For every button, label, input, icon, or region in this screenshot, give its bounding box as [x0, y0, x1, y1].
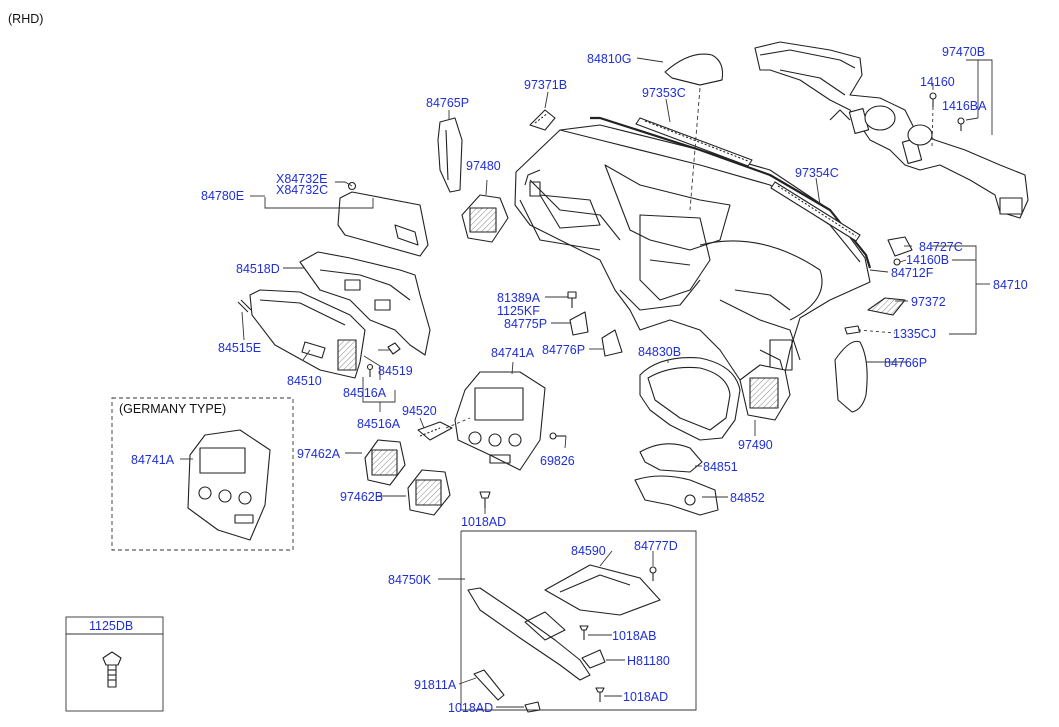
part-label-X84732C[interactable]: X84732C [276, 183, 329, 197]
cluster-facia-84830B [639, 357, 741, 441]
part-label-91811A[interactable]: 91811A [414, 678, 457, 692]
part-label-84712F[interactable]: 84712F [891, 266, 934, 280]
glove-box-housing [299, 251, 431, 356]
part-label-84780E[interactable]: 84780E [201, 189, 245, 203]
part-label-84710[interactable]: 84710 [993, 278, 1028, 292]
part-label-84775P[interactable]: 84775P [504, 317, 548, 331]
side-cover-left-84765P [437, 117, 463, 193]
bracket-84775P [569, 311, 589, 336]
part-label-97372[interactable]: 97372 [911, 295, 946, 309]
part-label-84516A[interactable]: 84516A [343, 386, 387, 400]
part-label-84851[interactable]: 84851 [703, 460, 738, 474]
part-label-germany-84741A[interactable]: 84741A [131, 453, 175, 467]
part-label-84516A-second[interactable]: 84516A [357, 417, 401, 431]
part-label-84766P[interactable]: 84766P [884, 356, 928, 370]
part-label-84510[interactable]: 84510 [287, 374, 322, 388]
part-label-84750K[interactable]: 84750K [388, 573, 432, 587]
clip-84516A [366, 363, 374, 377]
screw-84777D [649, 566, 657, 581]
part-label-84777D[interactable]: 84777D [634, 539, 678, 553]
part-label-1335CJ[interactable]: 1335CJ [893, 327, 937, 341]
screw-1018AD-bottom [524, 701, 541, 713]
bolt-1125DB-icon [102, 651, 122, 688]
clip-1335CJ [844, 325, 861, 335]
part-label-84519[interactable]: 84519 [378, 364, 413, 378]
part-label-94520[interactable]: 94520 [402, 404, 437, 418]
side-cover-right-84766P [834, 340, 868, 413]
part-label-1018AD-right[interactable]: 1018AD [623, 690, 669, 704]
legend-part-label[interactable]: 1125DB [89, 619, 134, 633]
part-label-84852[interactable]: 84852 [730, 491, 765, 505]
lower-crash-pad-84750K [467, 587, 591, 681]
part-label-84727C[interactable]: 84727C [919, 240, 963, 254]
part-label-14160B[interactable]: 14160B [906, 253, 950, 267]
screw-69826 [549, 432, 566, 440]
part-label-81389A[interactable]: 81389A [497, 291, 541, 305]
center-vent-97462A [364, 439, 406, 486]
part-label-97462A[interactable]: 97462A [297, 447, 341, 461]
part-label-X84732E[interactable]: X84732E [276, 172, 328, 186]
part-label-84515E[interactable]: 84515E [218, 341, 262, 355]
part-label-84741A[interactable]: 84741A [491, 346, 535, 360]
glove-box-cover [337, 191, 429, 257]
part-label-97470B[interactable]: 97470B [942, 45, 986, 59]
part-label-H81180[interactable]: H81180 [627, 654, 670, 668]
part-label-84518D[interactable]: 84518D [236, 262, 280, 276]
defroster-grille-97353C [635, 117, 753, 167]
clip-H81180 [581, 649, 606, 669]
screw-1018AD-fascia [479, 491, 491, 508]
part-label-1125KF[interactable]: 1125KF [497, 304, 540, 318]
part-label-84590[interactable]: 84590 [571, 544, 606, 558]
part-label-97462B[interactable]: 97462B [340, 490, 384, 504]
heater-duct-assembly [754, 41, 1029, 219]
part-label-84830B[interactable]: 84830B [638, 345, 682, 359]
duct-screw-1416BA [957, 117, 965, 131]
part-label-97490[interactable]: 97490 [738, 438, 773, 452]
variant-label: (RHD) [8, 12, 44, 26]
part-label-84810G[interactable]: 84810G [587, 52, 632, 66]
cluster-hood-cover [664, 53, 724, 86]
vent-97371B [529, 109, 556, 131]
part-label-1018AD-bottom[interactable]: 1018AD [448, 701, 494, 715]
side-air-vent-97490 [739, 364, 791, 421]
center-vent-97462B [407, 469, 451, 516]
defroster-grille-97354C [770, 181, 861, 242]
part-label-84776P[interactable]: 84776P [542, 343, 586, 357]
bracket-84776P [601, 329, 623, 357]
column-shroud-upper-84851 [639, 443, 703, 473]
part-label-14160[interactable]: 14160 [920, 75, 955, 89]
part-label-1018AB[interactable]: 1018AB [612, 629, 657, 643]
screw-1018AB [579, 625, 589, 640]
part-label-84765P[interactable]: 84765P [426, 96, 470, 110]
part-label-69826[interactable]: 69826 [540, 454, 575, 468]
trim-91811A [473, 669, 505, 701]
clip-84519 [387, 342, 401, 355]
panel-84590 [544, 564, 661, 616]
part-label-97354C[interactable]: 97354C [795, 166, 839, 180]
bracket-84727C [887, 236, 913, 257]
part-label-97371B[interactable]: 97371B [524, 78, 568, 92]
part-label-97480[interactable]: 97480 [466, 159, 501, 173]
part-label-1018AD[interactable]: 1018AD [461, 515, 507, 529]
center-fascia-panel [454, 371, 546, 471]
germany-type-title: (GERMANY TYPE) [119, 402, 227, 416]
side-air-vent-97480 [461, 194, 509, 243]
glove-box-tray [249, 289, 366, 379]
germany-fascia-panel [187, 429, 271, 541]
part-label-1416BA[interactable]: 1416BA [942, 99, 987, 113]
screw-14160B [893, 258, 901, 266]
damper-84515E [237, 299, 252, 313]
vent-97372 [867, 297, 906, 316]
digital-clock-94520 [417, 421, 453, 441]
column-shroud-lower-84852 [634, 475, 719, 516]
screw-1018AD-lower [595, 687, 605, 702]
bolt-81389A [567, 291, 577, 308]
part-label-97353C[interactable]: 97353C [642, 86, 686, 100]
duct-screw-14160 [929, 92, 937, 107]
